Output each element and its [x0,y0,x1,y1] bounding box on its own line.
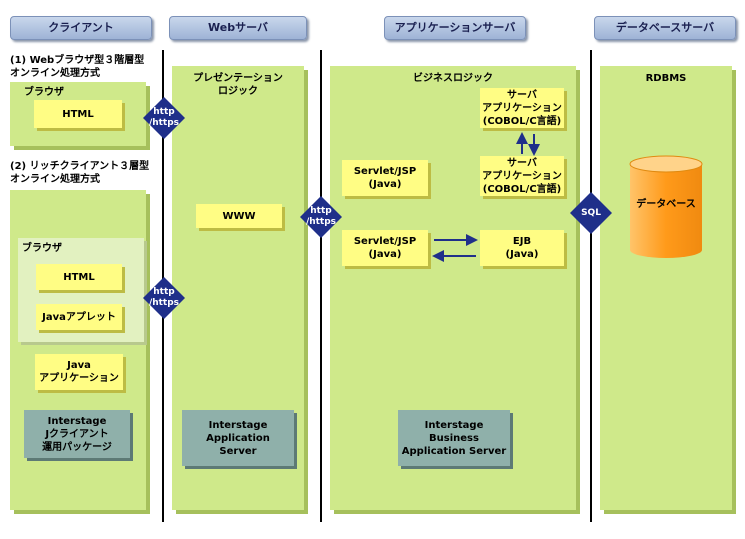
browser2-label: ブラウザ [22,243,62,254]
interstage-as-box: Interstage Application Server [182,410,294,466]
web-panel: プレゼンテーション ロジック WWW Interstage Applicatio… [172,66,304,510]
html-box: HTML [34,100,122,128]
header-client: クライアント [10,16,152,40]
server-app-box-1: サーバ アプリケーション (COBOL/C言語) [480,88,564,128]
servlet-box-2: Servlet/JSP (Java) [342,230,428,266]
client-panel-1: ブラウザ HTML [10,82,146,146]
sql-connector-label: SQL [581,207,601,218]
servlet-box-1: Servlet/JSP (Java) [342,160,428,196]
database-label: データベース [636,199,696,210]
server-app-box-2: サーバ アプリケーション (COBOL/C言語) [480,156,564,196]
separator-web-app [320,50,322,522]
section2-title: (2) リッチクライアント３層型 オンライン処理方式 [10,161,150,185]
java-applet-box: Javaアプレット [36,304,122,330]
browser-group: ブラウザ HTML Javaアプレット [18,238,144,342]
header-web-server: Webサーバ [169,16,307,40]
rdbms-title: RDBMS [645,73,687,84]
header-db-server: データベースサーバ [594,16,736,40]
interstage-jclient-box: Interstage Jクライアント 運用パッケージ [24,410,130,458]
browser-label: ブラウザ [24,87,64,98]
http-connector-3-label: http /https [148,287,180,308]
http-connector-2-label: http /https [305,206,337,227]
client-panel-2: ブラウザ HTML Javaアプレット Java アプリケーション Inters… [10,190,146,510]
business-logic-title: ビジネスロジック [413,73,493,84]
java-application-box: Java アプリケーション [35,354,123,390]
database-cylinder [629,155,703,258]
db-panel: RDBMS データベース [600,66,732,510]
www-box: WWW [196,204,282,228]
header-app-server: アプリケーションサーバ [384,16,526,40]
ejb-box: EJB (Java) [480,230,564,266]
separator-app-db [590,50,592,522]
http-connector-1-label: http /https [148,107,180,128]
html2-box: HTML [36,264,122,290]
interstage-bas-box: Interstage Business Application Server [398,410,510,466]
section1-title: (1) Webブラウザ型３階層型 オンライン処理方式 [10,55,145,79]
app-panel: ビジネスロジック サーバ アプリケーション (COBOL/C言語) サーバ アプ… [330,66,576,510]
presentation-logic-title: プレゼンテーション ロジック [193,73,283,97]
